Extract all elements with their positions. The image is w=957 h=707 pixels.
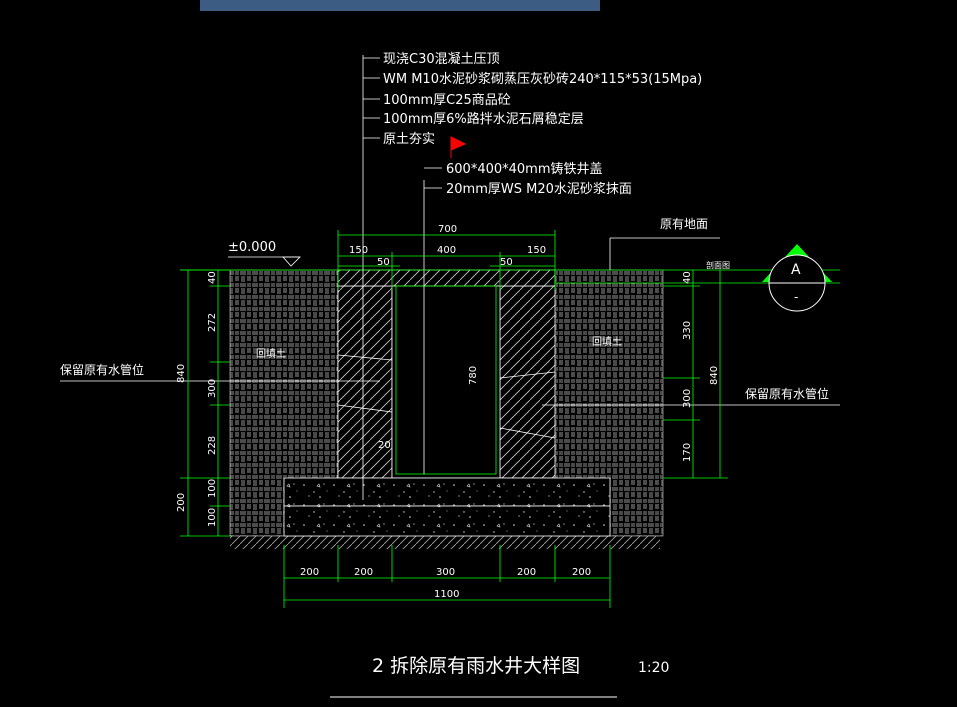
label-section: 剖面图	[706, 260, 730, 270]
dim-top-left: 150	[349, 245, 368, 256]
dim-bottom-total: 1100	[434, 589, 459, 600]
bottom-dims	[283, 545, 611, 608]
dim-top-right: 150	[527, 245, 546, 256]
label-stabilized: 100mm厚6%路拌水泥石屑稳定层	[383, 111, 584, 127]
dim-right-seg-2: 300	[682, 389, 693, 408]
coping	[337, 269, 556, 287]
dim-top-mid: 400	[437, 245, 456, 256]
wall-right	[499, 285, 556, 479]
label-coping: 现浇C30混凝土压顶	[383, 51, 500, 67]
dim-bottom-1: 200	[354, 567, 373, 578]
dim-left-seg-3: 228	[207, 436, 218, 455]
dim-bottom-0: 200	[300, 567, 319, 578]
backfill-right-label: 回填土	[592, 335, 622, 348]
dim-left-seg-1: 272	[207, 313, 218, 332]
dim-right-total: 840	[709, 366, 720, 385]
backfill-left-label: 回填土	[256, 347, 286, 360]
pipe-right-label: 保留原有水管位	[745, 386, 829, 401]
dim-wall-left: 50	[377, 257, 390, 268]
label-plaster: 20mm厚WS M20水泥砂浆抹面	[446, 182, 632, 197]
label-existing-ground: 原有地面	[660, 217, 708, 231]
right-dims	[663, 270, 728, 479]
pipe-left-label: 保留原有水管位	[60, 362, 144, 377]
dim-inner-height: 780	[468, 366, 479, 385]
section-marker[interactable]	[762, 244, 832, 312]
dim-bottom-2: 300	[436, 567, 455, 578]
label-cover: 600*400*40mm铸铁井盖	[446, 161, 603, 177]
elevation-marker	[282, 256, 301, 267]
section-sub: -	[794, 290, 798, 304]
drawing-scale: 1:20	[638, 660, 669, 676]
left-dims	[180, 269, 230, 537]
flag-icon	[450, 136, 467, 158]
dim-base-0: 100	[207, 479, 218, 498]
label-c25: 100mm厚C25商品砼	[383, 93, 511, 108]
section-letter: A	[791, 262, 801, 278]
dim-bottom-3: 200	[517, 567, 536, 578]
inner-chamber	[391, 285, 501, 479]
dim-bottom-4: 200	[572, 567, 591, 578]
dim-right-seg-3: 170	[682, 443, 693, 462]
dim-base-1: 100	[207, 508, 218, 527]
title-bar	[200, 0, 600, 11]
stabilized-layer	[283, 505, 611, 537]
dim-right-seg-1: 330	[682, 321, 693, 340]
plaster-line	[395, 285, 497, 475]
ground-hatch	[230, 535, 660, 549]
dim-left-seg-2: 300	[207, 379, 218, 398]
label-brick: WM M10水泥砂浆砌蒸压灰砂砖240*115*53(15Mpa)	[383, 72, 702, 87]
drawing-title: 2 拆除原有雨水井大样图	[372, 655, 580, 677]
label-compacted: 原土夯实	[383, 132, 435, 147]
dim-left-seg-0: 40	[207, 271, 218, 284]
elevation-text: ±0.000	[228, 240, 276, 255]
dim-left-total: 840	[176, 364, 187, 383]
dim-right-seg-0: 40	[682, 271, 693, 284]
dim-wall-right: 50	[500, 257, 513, 268]
c25-base	[283, 477, 611, 507]
dim-inner-small: 20	[378, 440, 391, 451]
dim-base-total: 200	[176, 493, 187, 512]
top-dims	[337, 230, 556, 290]
dim-top-total: 700	[438, 224, 457, 235]
